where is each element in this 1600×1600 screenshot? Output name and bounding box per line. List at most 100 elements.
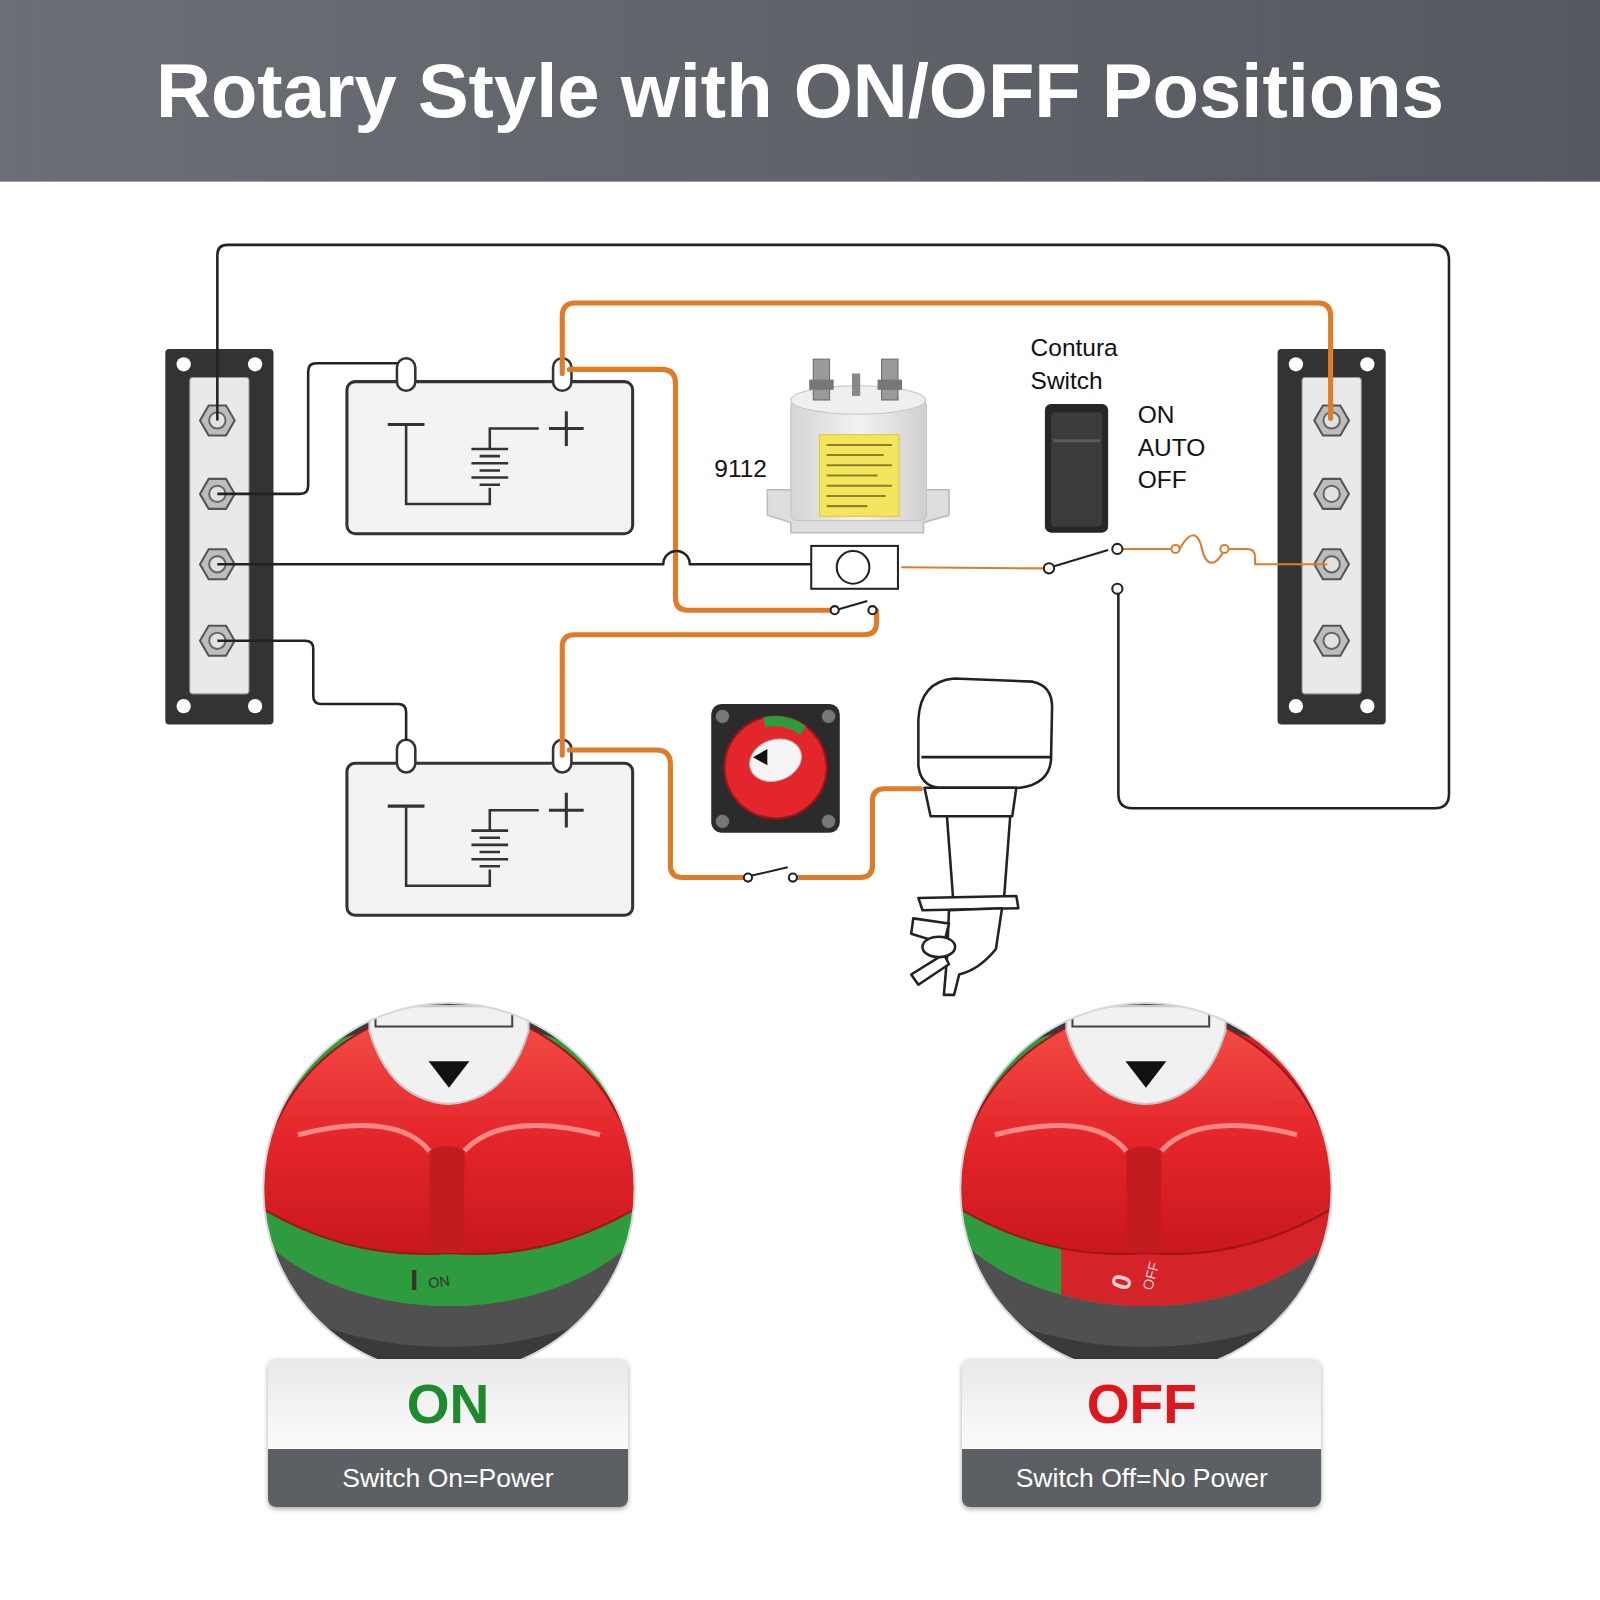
positive-wire <box>562 610 876 755</box>
switch-knob <box>724 716 826 818</box>
house-battery <box>347 358 633 534</box>
switch-base <box>711 704 840 833</box>
motor-cowling <box>918 679 1052 788</box>
title-holder: Rotary Style with ON/OFF Positions <box>0 0 1600 182</box>
propeller-blade <box>911 954 949 985</box>
rocker-paddle <box>1051 412 1102 526</box>
coil-terminal <box>852 373 860 395</box>
contact-point <box>1112 584 1122 594</box>
fuse-end <box>1171 545 1179 553</box>
midsection <box>947 816 1010 898</box>
state-caption: Switch On=Power <box>342 1463 553 1494</box>
card-section: OFF <box>962 1359 1321 1449</box>
stud <box>1314 626 1349 656</box>
coil-symbol <box>837 551 870 584</box>
relay-body <box>791 400 927 520</box>
bus-strip <box>190 378 249 694</box>
positive-wire <box>569 369 830 610</box>
mount-hole <box>1360 357 1374 371</box>
positive-wire <box>569 750 743 878</box>
switch-schematic <box>744 544 1123 882</box>
caption-card: ON Switch On=Power <box>268 1359 627 1507</box>
ground-wire <box>217 363 398 494</box>
coil-box <box>811 546 898 589</box>
label-holder: AUTO <box>1138 434 1206 462</box>
fuse-end <box>1220 545 1228 553</box>
knob-cap <box>744 732 808 789</box>
mount-hole <box>1289 357 1303 371</box>
ground-wire <box>217 641 406 741</box>
label-holder: 9112 <box>714 455 767 483</box>
label-holder: OFF <box>1138 466 1187 494</box>
page-title: Rotary Style with ON/OFF Positions <box>156 47 1444 134</box>
start-battery <box>347 740 633 916</box>
cowl-line <box>921 756 1050 759</box>
contact-point <box>868 606 876 614</box>
bus-base <box>165 349 273 725</box>
part-number: 9112 <box>714 455 767 482</box>
position-name: ON <box>427 1272 450 1291</box>
label-holder: ON <box>1138 401 1175 429</box>
relay-nut <box>878 380 902 390</box>
on-closeup <box>204 1000 694 1374</box>
knob-closeup <box>952 1000 1340 1254</box>
label-holder: I <box>410 1263 418 1296</box>
contact-point <box>1112 544 1122 554</box>
relay-nut <box>809 380 833 390</box>
rocker-edge <box>1053 439 1100 442</box>
caption-card: OFF Switch Off=No Power <box>962 1359 1321 1507</box>
closeup-rim <box>960 1003 1331 1374</box>
relay-sticker <box>819 435 899 517</box>
position-symbol: I <box>410 1263 418 1295</box>
battery-switch <box>711 704 840 833</box>
rocker-switch <box>1045 404 1108 533</box>
mount-hole <box>1289 699 1303 713</box>
contact-point <box>1044 563 1054 573</box>
outboard-motor <box>911 679 1052 995</box>
on-mark <box>763 716 806 735</box>
left-bus-bar <box>165 349 273 725</box>
label-holder: ON <box>427 1272 450 1291</box>
rocker-bezel <box>1045 404 1108 533</box>
knob-closeup <box>255 1000 643 1254</box>
switch-blade <box>1054 550 1108 566</box>
header-band <box>0 0 1600 182</box>
mount-hole <box>248 699 262 713</box>
label-holder: Contura Switch <box>1031 333 1159 398</box>
negative-wiring <box>217 245 1449 808</box>
switch-position: ON <box>1138 401 1175 428</box>
screw <box>821 709 835 723</box>
card-section: Switch Off=No Power <box>962 1449 1321 1507</box>
bus-strip <box>1302 378 1361 694</box>
screw <box>821 814 835 828</box>
mount-hole <box>1360 699 1374 713</box>
sticker-print <box>827 445 892 506</box>
switch-position: AUTO <box>1138 434 1206 461</box>
screw <box>715 709 729 723</box>
card-section: ON <box>268 1359 627 1449</box>
switch-blade <box>752 867 788 875</box>
pointer-triangle <box>753 749 767 765</box>
propeller-hub <box>922 937 955 957</box>
contact-blade <box>839 601 868 609</box>
mount-hole <box>177 357 191 371</box>
contact-point <box>831 606 839 614</box>
solenoid-relay <box>767 359 949 532</box>
screw <box>715 814 729 828</box>
positive-wiring <box>562 303 1330 877</box>
closeup-rim <box>263 1003 634 1374</box>
state-caption: Switch Off=No Power <box>1016 1463 1268 1494</box>
relay-schematic <box>811 546 898 614</box>
state-heading: OFF <box>1087 1372 1197 1436</box>
off-closeup <box>901 1000 1391 1374</box>
contact-point <box>789 873 797 881</box>
lower-cowl <box>924 788 1016 817</box>
switch-position: OFF <box>1138 466 1187 493</box>
ground-wire <box>217 551 811 564</box>
part-name: Contura Switch <box>1031 335 1118 395</box>
mount-hole <box>177 699 191 713</box>
stud <box>1314 479 1349 509</box>
card-section: Switch On=Power <box>268 1449 627 1507</box>
